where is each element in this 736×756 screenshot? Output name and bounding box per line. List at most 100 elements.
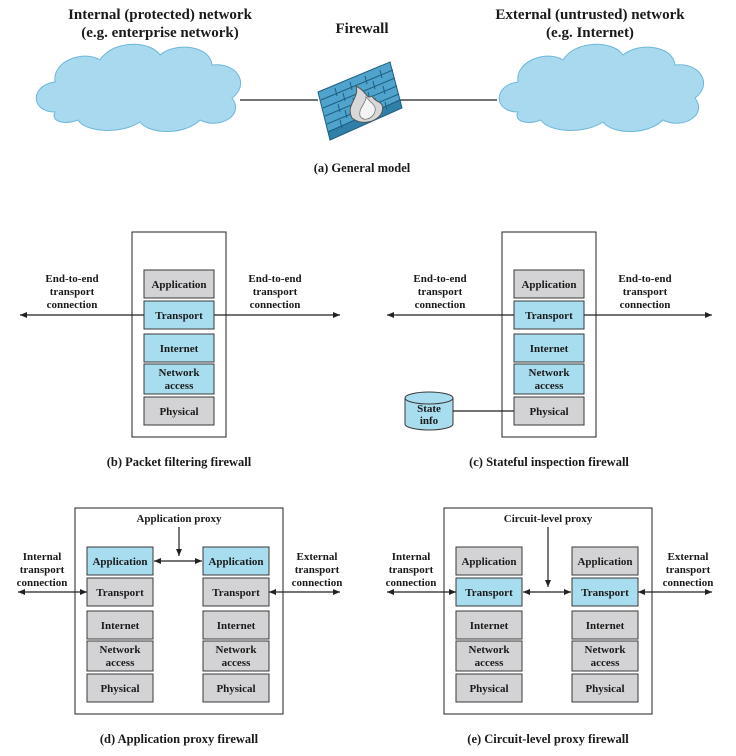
layer-internet: [143, 333, 215, 363]
layer-transport-label: Transport: [155, 310, 203, 322]
internal-connection-label-1: Internal: [392, 551, 431, 563]
internal-connection-label-1: Internal: [23, 551, 62, 563]
state-info-database-icon: [404, 391, 454, 431]
firewall-wall-icon: [317, 61, 403, 141]
external-connection-label-1: External: [297, 551, 338, 563]
left-connection-label-1: End-to-end: [45, 273, 98, 285]
layer-transport-label: Transport: [212, 587, 260, 599]
layer-transport-label: Transport: [581, 587, 629, 599]
application-proxy-label: Application proxy: [136, 513, 222, 525]
layer-physical-label: Physical: [100, 683, 139, 695]
right-layer-application: [571, 546, 639, 576]
left-layer-transport: [455, 577, 523, 607]
internal-connection-label-2: transport: [20, 564, 65, 576]
layer-transport: [513, 300, 585, 330]
caption-stateful-inspection: (c) Stateful inspection firewall: [469, 455, 629, 469]
layer-internet-label: Internet: [530, 343, 569, 355]
layer-network-access: [143, 363, 215, 395]
right-layer-transport: [202, 577, 270, 607]
left-layer-physical: [455, 673, 523, 703]
layer-physical-label: Physical: [529, 406, 568, 418]
layer-physical: [513, 396, 585, 426]
firewall-title: Firewall: [335, 21, 388, 37]
layer-internet-label: Internet: [470, 620, 509, 632]
external-network-title: External (untrusted) network: [495, 7, 685, 23]
layer-access-label: access: [106, 657, 135, 669]
layer-internet: [513, 333, 585, 363]
external-connection-label-2: transport: [666, 564, 711, 576]
packet-filtering-firewall: Application Transport Internet Network a…: [20, 231, 340, 469]
right-connection-label-1: End-to-end: [618, 273, 671, 285]
caption-packet-filtering: (b) Packet filtering firewall: [107, 455, 252, 469]
layer-network-label: Network: [585, 644, 627, 656]
layer-physical-label: Physical: [585, 683, 624, 695]
layer-network-access: [513, 363, 585, 395]
left-layer-internet: [86, 610, 154, 640]
left-layer-transport: [86, 577, 154, 607]
layer-transport-label: Transport: [465, 587, 513, 599]
external-connection-label-3: connection: [663, 577, 714, 589]
left-connection-label-2: transport: [50, 286, 95, 298]
internal-connection-label-3: connection: [386, 577, 437, 589]
layer-access-label: access: [222, 657, 251, 669]
layer-application-label: Application: [151, 279, 206, 291]
layer-application-label: Application: [92, 556, 147, 568]
layer-network-label: Network: [529, 367, 571, 379]
internal-cloud-icon: [35, 43, 242, 132]
layer-transport-label: Transport: [96, 587, 144, 599]
left-layer-network-access: [86, 640, 154, 672]
layer-network-label: Network: [100, 644, 142, 656]
right-layer-network-access: [571, 640, 639, 672]
layer-internet-label: Internet: [101, 620, 140, 632]
right-connection-label-3: connection: [250, 299, 301, 311]
stateful-inspection-firewall: Application Transport Internet Network a…: [387, 231, 712, 469]
right-layer-internet: [202, 610, 270, 640]
firewall-box: [74, 507, 284, 715]
circuit-proxy-label: Circuit-level proxy: [504, 513, 593, 525]
layer-network-label: Network: [216, 644, 258, 656]
layer-application-label: Application: [208, 556, 263, 568]
state-info-label-1: State: [417, 403, 441, 415]
general-model: Internal (protected) network (e.g. enter…: [35, 7, 705, 175]
internal-connection-label-3: connection: [17, 577, 68, 589]
external-cloud-icon: [498, 43, 705, 132]
right-layer-transport: [571, 577, 639, 607]
layer-physical: [143, 396, 215, 426]
firewall-box: [443, 507, 653, 715]
layer-application-label: Application: [461, 556, 516, 568]
caption-circuit-level-proxy: (e) Circuit-level proxy firewall: [467, 732, 629, 746]
circuit-level-proxy-firewall: Circuit-level proxy Application Transpor…: [386, 507, 714, 746]
layer-access-label: access: [165, 380, 194, 392]
left-layer-application: [86, 546, 154, 576]
left-connection-label-1: End-to-end: [413, 273, 466, 285]
external-connection-label-2: transport: [295, 564, 340, 576]
right-layer-network-access: [202, 640, 270, 672]
right-connection-label-3: connection: [620, 299, 671, 311]
caption-general-model: (a) General model: [314, 161, 411, 175]
layer-internet-label: Internet: [160, 343, 199, 355]
layer-internet-label: Internet: [586, 620, 625, 632]
layer-application-label: Application: [577, 556, 632, 568]
right-layer-physical: [571, 673, 639, 703]
left-connection-label-2: transport: [418, 286, 463, 298]
external-connection-label-1: External: [668, 551, 709, 563]
layer-physical-label: Physical: [469, 683, 508, 695]
layer-access-label: access: [591, 657, 620, 669]
right-layer-application: [202, 546, 270, 576]
firewall-box: [501, 231, 597, 438]
left-layer-physical: [86, 673, 154, 703]
caption-application-proxy: (d) Application proxy firewall: [100, 732, 259, 746]
left-connection-label-3: connection: [415, 299, 466, 311]
layer-internet-label: Internet: [217, 620, 256, 632]
layer-physical-label: Physical: [159, 406, 198, 418]
right-layer-internet: [571, 610, 639, 640]
layer-access-label: access: [535, 380, 564, 392]
application-proxy-firewall: Application proxy Application Transport …: [17, 507, 342, 746]
left-layer-internet: [455, 610, 523, 640]
internal-network-subtitle: (e.g. enterprise network): [81, 25, 238, 41]
external-network-subtitle: (e.g. Internet): [546, 25, 634, 41]
right-layer-physical: [202, 673, 270, 703]
right-connection-label-2: transport: [623, 286, 668, 298]
layer-physical-label: Physical: [216, 683, 255, 695]
